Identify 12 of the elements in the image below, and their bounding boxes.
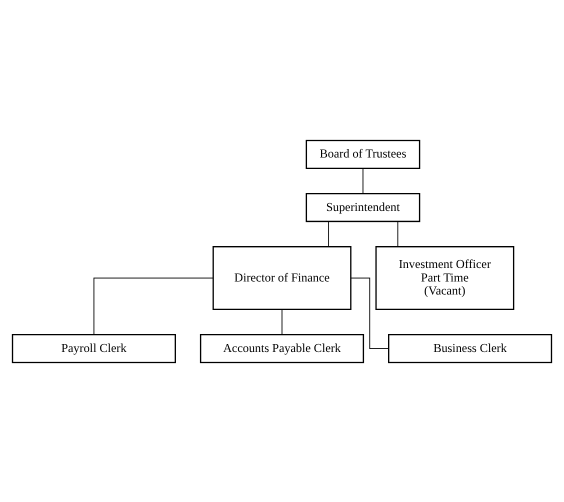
node-box: Business Clerk bbox=[388, 334, 552, 363]
node-box: Director of Finance bbox=[212, 246, 352, 310]
connector bbox=[94, 277, 214, 335]
node-box: Superintendent bbox=[306, 192, 420, 222]
connector bbox=[328, 220, 330, 247]
connector bbox=[362, 167, 364, 194]
node-box: Investment Officer Part Time (Vacant) bbox=[375, 246, 514, 310]
connector bbox=[350, 277, 390, 349]
connector bbox=[397, 220, 398, 247]
node-box: Accounts Payable Clerk bbox=[200, 334, 364, 363]
node-box: Payroll Clerk bbox=[12, 334, 176, 363]
node-box: Board of Trustees bbox=[306, 139, 420, 168]
